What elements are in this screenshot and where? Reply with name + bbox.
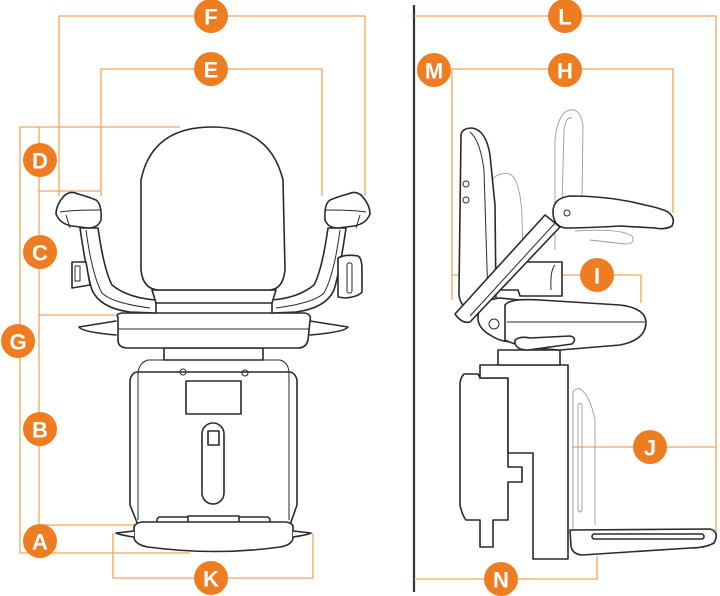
side-arm-strut (454, 214, 561, 324)
front-seat (116, 312, 312, 349)
side-ghost-backrest (554, 109, 584, 250)
badge-h-text: H (557, 59, 573, 84)
front-arm-left-inner (85, 229, 151, 309)
side-carriage-motor (459, 373, 523, 548)
front-column (163, 347, 264, 361)
badge-a-text: A (32, 530, 48, 555)
side-ghost-footrest (572, 388, 596, 530)
front-view-chair (55, 126, 371, 553)
side-seat-hinge-bolt (488, 318, 500, 330)
front-footrest (133, 521, 294, 553)
badge-c-text: C (32, 241, 48, 266)
front-carriage-inner (137, 359, 290, 520)
badge-a: A (23, 524, 57, 558)
side-ghost-backrest-lower (491, 173, 524, 261)
badge-l-text: L (558, 5, 571, 30)
badge-j: J (633, 430, 667, 464)
badge-m: M (417, 53, 451, 87)
front-arm-right-inner (275, 229, 341, 309)
badge-d: D (23, 143, 57, 177)
front-bolt-left (179, 368, 187, 376)
front-footrest-tip-right (292, 530, 312, 538)
side-armrest-pivot (563, 209, 571, 217)
badge-e: E (194, 52, 228, 86)
badge-i: I (580, 258, 614, 292)
front-backrest (140, 126, 286, 291)
front-display-panel (185, 380, 242, 415)
badge-l: L (548, 0, 582, 33)
front-backrest-neck (151, 289, 277, 304)
front-seat-flap-left (78, 320, 117, 336)
badge-f: F (194, 0, 228, 33)
badge-d-text: D (32, 149, 48, 174)
badge-b-text: B (32, 418, 48, 443)
badge-g-text: G (9, 330, 26, 355)
front-seat-flap-right (309, 320, 349, 336)
badge-k-text: K (203, 567, 219, 592)
front-bolt-right (241, 369, 249, 377)
side-backrest-bolt-2 (462, 196, 470, 204)
side-arm-strut-inner (469, 221, 557, 317)
badge-m-text: M (425, 59, 443, 84)
front-arm-right (271, 227, 347, 314)
side-backrest-inner (469, 131, 489, 301)
side-belt-fitting-detail (550, 264, 556, 291)
side-backrest-bolt-1 (462, 180, 470, 188)
badge-f-text: F (204, 5, 217, 30)
badge-b: B (23, 412, 57, 446)
badge-c: C (23, 235, 57, 269)
dim-line-l (414, 15, 717, 535)
side-footrest-slot (591, 533, 705, 540)
badge-i-text: I (594, 264, 600, 289)
side-ghost-backrest-2 (561, 117, 573, 206)
front-footrest-tip-left (115, 530, 135, 538)
front-key-switch (207, 430, 220, 446)
badge-k: K (194, 561, 228, 595)
front-belt-slot-right (346, 262, 353, 294)
badge-n-text: N (493, 568, 509, 593)
badge-j-text: J (644, 436, 656, 461)
side-ghost-footrest-slot (577, 403, 583, 513)
badge-h: H (548, 53, 582, 87)
badge-e-text: E (204, 58, 219, 83)
side-view-chair (454, 109, 718, 560)
front-arm-handle-right-detail (325, 209, 367, 229)
side-armrest (552, 195, 675, 230)
side-seat-post (497, 349, 561, 366)
dim-line-n (414, 556, 598, 580)
side-footrest (569, 528, 718, 556)
front-arm-handle-left-detail (59, 209, 101, 229)
side-carriage-column (479, 364, 569, 560)
front-belt-slot-left (74, 265, 81, 282)
badge-g: G (1, 324, 35, 358)
badge-n: N (484, 562, 518, 596)
side-ghost-armrest (574, 229, 634, 245)
front-belt-buckle-right (337, 254, 363, 299)
side-seat-lever (514, 335, 576, 351)
